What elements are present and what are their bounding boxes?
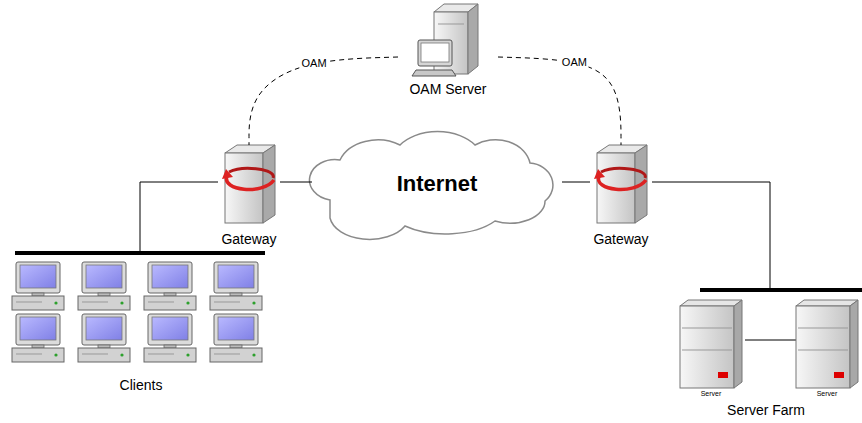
server-label: Server bbox=[701, 390, 722, 398]
client-computer bbox=[78, 262, 130, 310]
server-link bbox=[745, 340, 796, 341]
link-label: OAM bbox=[560, 56, 589, 69]
gateway-label: Gateway bbox=[593, 231, 648, 248]
network-link bbox=[562, 182, 590, 183]
client-computers bbox=[12, 262, 262, 362]
gateway-label: Gateway bbox=[221, 231, 276, 248]
keyboard bbox=[412, 70, 456, 76]
client-computer bbox=[210, 262, 262, 310]
server-farm-label: Server Farm bbox=[727, 402, 805, 419]
monitor bbox=[418, 40, 452, 66]
gateway-icon bbox=[222, 145, 275, 223]
lan-bus bbox=[700, 288, 862, 292]
oam-server-icon bbox=[412, 4, 478, 76]
client-computer bbox=[12, 262, 64, 310]
server-side bbox=[468, 4, 478, 74]
server-farm: Server Farm Server Server bbox=[672, 288, 860, 419]
drive-bay bbox=[438, 24, 464, 25]
server-icon bbox=[796, 300, 858, 388]
gateway: Gateway bbox=[590, 145, 652, 248]
oam-server-label: OAM Server bbox=[409, 81, 486, 98]
client-computer bbox=[210, 314, 262, 362]
client-computer bbox=[144, 314, 196, 362]
internet-cloud bbox=[310, 132, 553, 240]
server: Server bbox=[678, 296, 744, 398]
client-computer bbox=[12, 314, 64, 362]
client-group-label: Clients bbox=[120, 377, 163, 394]
oam-link bbox=[249, 57, 398, 145]
network-link bbox=[652, 182, 770, 288]
network-link bbox=[140, 182, 218, 252]
internet-cloud-label: Internet bbox=[397, 171, 478, 197]
server-icon bbox=[680, 300, 742, 388]
oam-link bbox=[498, 57, 621, 145]
gateway: Gateway bbox=[218, 145, 280, 248]
link-label: OAM bbox=[299, 57, 328, 70]
gateway-icon bbox=[594, 145, 647, 223]
client-group: Clients bbox=[10, 252, 272, 394]
network-link bbox=[280, 182, 312, 183]
client-computer bbox=[78, 314, 130, 362]
monitor-screen bbox=[421, 43, 449, 62]
internet-cloud: Internet bbox=[312, 140, 562, 228]
oam-server: OAM Server bbox=[398, 2, 498, 98]
server: Server bbox=[794, 296, 860, 398]
client-computer bbox=[144, 262, 196, 310]
server-label: Server bbox=[817, 390, 838, 398]
